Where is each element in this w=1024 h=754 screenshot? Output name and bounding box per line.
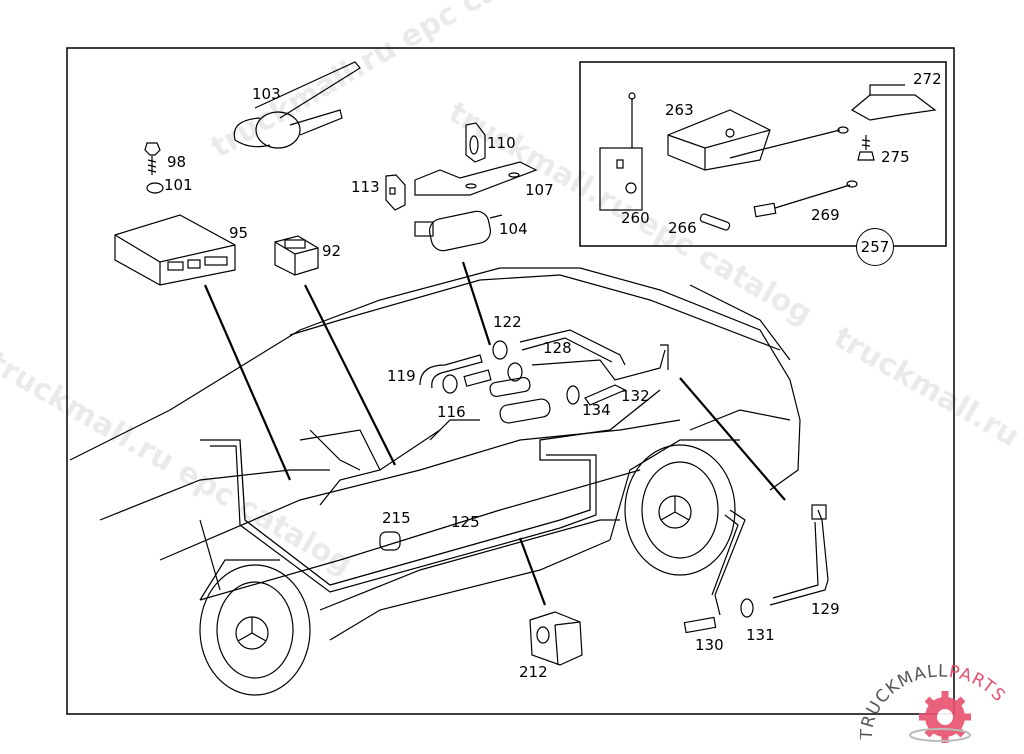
part-label-110[interactable]: 110 — [487, 136, 516, 151]
part-label-98[interactable]: 98 — [167, 155, 186, 170]
part-label-134[interactable]: 134 — [582, 403, 611, 418]
rear-wheel — [610, 440, 740, 575]
logo-text-parts: PARTS — [948, 662, 1010, 706]
part-104-pump — [415, 209, 502, 253]
part-label-92[interactable]: 92 — [322, 244, 341, 259]
part-label-263[interactable]: 263 — [665, 103, 694, 118]
part-label-132[interactable]: 132 — [621, 389, 650, 404]
part-212-valve — [530, 612, 582, 665]
vacuum-line-125 — [200, 390, 660, 585]
part-label-272[interactable]: 272 — [913, 72, 942, 87]
part-269-antenna — [754, 181, 857, 217]
part-label-119[interactable]: 119 — [387, 369, 416, 384]
part-label-215[interactable]: 215 — [382, 511, 411, 526]
part-103-sensor — [234, 62, 360, 148]
group-callout-257[interactable]: 257 — [856, 228, 894, 266]
front-wheel — [200, 560, 310, 695]
part-129-hose — [770, 505, 828, 605]
part-label-125[interactable]: 125 — [451, 515, 480, 530]
part-label-269[interactable]: 269 — [811, 208, 840, 223]
gear-logo-icon: TRUCKMALLPARTS — [860, 655, 1020, 750]
part-110-clip — [466, 123, 485, 162]
part-label-128[interactable]: 128 — [543, 341, 572, 356]
part-266-connector — [700, 213, 731, 231]
part-label-122[interactable]: 122 — [493, 315, 522, 330]
part-275-screw — [858, 135, 874, 160]
part-131-clamp — [741, 599, 753, 617]
part-260-transmitter — [600, 93, 642, 210]
part-label-130[interactable]: 130 — [695, 638, 724, 653]
part-label-129[interactable]: 129 — [811, 602, 840, 617]
part-98-screw — [145, 143, 160, 175]
part-215-plug — [380, 532, 400, 550]
part-label-275[interactable]: 275 — [881, 150, 910, 165]
car-body-outline — [70, 268, 800, 640]
part-label-212[interactable]: 212 — [519, 665, 548, 680]
part-label-104[interactable]: 104 — [499, 222, 528, 237]
part-label-131[interactable]: 131 — [746, 628, 775, 643]
part-label-101[interactable]: 101 — [164, 178, 193, 193]
part-label-107[interactable]: 107 — [525, 183, 554, 198]
part-272-bracket — [852, 85, 935, 120]
part-101-washer — [147, 183, 163, 193]
group-callout-label: 257 — [861, 238, 890, 256]
part-label-113[interactable]: 113 — [351, 180, 380, 195]
part-label-95[interactable]: 95 — [229, 226, 248, 241]
part-263-receiver — [668, 110, 848, 170]
part-113-clip — [386, 175, 405, 210]
part-label-103[interactable]: 103 — [252, 87, 281, 102]
part-95-control-unit — [115, 215, 235, 285]
truckmall-parts-logo: TRUCKMALLPARTS — [860, 655, 1020, 750]
part-92-relay — [275, 236, 318, 275]
part-label-116[interactable]: 116 — [437, 405, 466, 420]
part-label-260[interactable]: 260 — [621, 211, 650, 226]
part-label-266[interactable]: 266 — [668, 221, 697, 236]
part-107-bracket — [415, 162, 536, 195]
